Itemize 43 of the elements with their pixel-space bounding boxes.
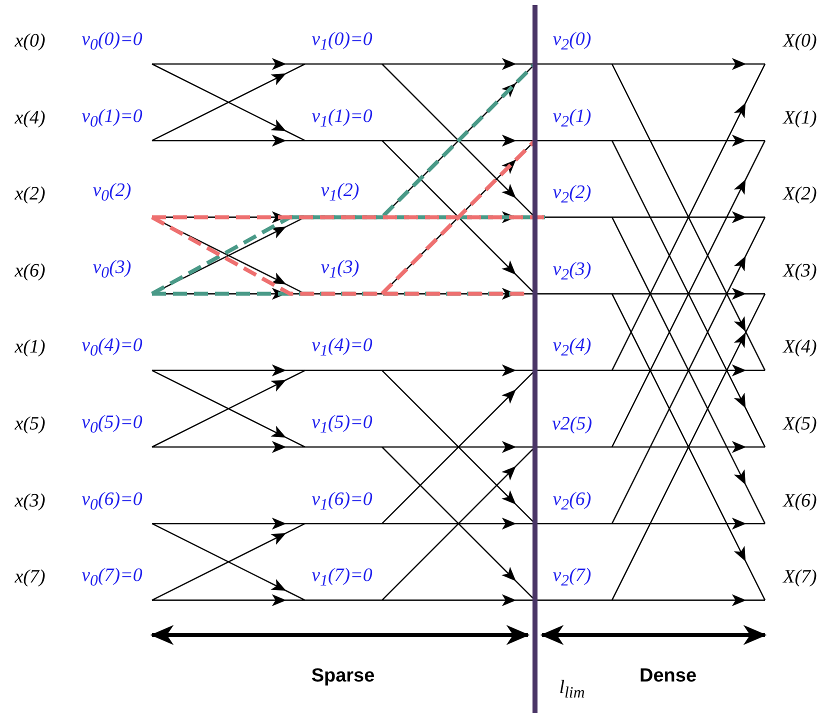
- value-label: v$_{2}$(6): [552, 490, 592, 514]
- output-label: X(1): [783, 108, 817, 130]
- region-label: Sparse: [311, 666, 375, 688]
- value-label: v$_{2}$(7): [552, 566, 592, 590]
- input-label: x(4): [14, 108, 46, 130]
- value-label: v$_{1}$(4)=0: [312, 336, 372, 360]
- threshold-label: l$_{lim}$: [559, 678, 585, 702]
- value-label: v$_{0}$(4)=0: [82, 336, 142, 360]
- value-label: v$_{1}$(0)=0: [312, 30, 372, 54]
- input-label: x(0): [14, 32, 46, 52]
- value-label: v$_{1}$(7)=0: [312, 566, 372, 590]
- value-label: v$_{2}$(1): [552, 106, 592, 131]
- input-label: x(1): [14, 338, 46, 359]
- value-label: v$_{0}$(0)=0: [82, 30, 142, 54]
- value-label: v$_{2}$(4): [552, 336, 592, 360]
- value-label: v$_{2}$(3): [552, 260, 592, 284]
- output-label: X(7): [783, 568, 817, 589]
- value-label: v$_{0}$(5)=0: [82, 412, 142, 438]
- value-label: v$_{2}$(0): [552, 30, 592, 54]
- value-label: v$_{1}$(1)=0: [312, 106, 372, 131]
- value-label: v$_{1}$(6)=0: [312, 490, 372, 514]
- value-label: v$_{0}$(7)=0: [82, 566, 142, 590]
- value-label: v$_{2}$(2): [552, 183, 592, 208]
- value-label: v$_{0}$(6)=0: [82, 490, 142, 514]
- value-label: v$_{1}$(5)=0: [312, 412, 372, 438]
- input-label: x(6): [14, 261, 46, 282]
- value-label: v$_{0}$(1)=0: [82, 106, 142, 131]
- value-label: v$_{1}$(3): [320, 258, 360, 282]
- input-label: x(3): [14, 491, 46, 512]
- input-label: x(7): [14, 568, 46, 589]
- value-label: v$_{0}$(3): [92, 258, 132, 282]
- region-label: Dense: [639, 666, 697, 688]
- input-label: x(2): [14, 184, 46, 206]
- input-label: x(5): [14, 414, 46, 436]
- output-label: X(2): [783, 184, 817, 206]
- value-label: v2(5): [552, 414, 592, 436]
- output-label: X(6): [783, 491, 817, 512]
- output-label: X(0): [783, 32, 817, 52]
- value-label: v$_{1}$(2): [320, 181, 360, 206]
- output-label: X(5): [783, 414, 817, 436]
- output-label: X(3): [783, 261, 817, 282]
- value-label: v$_{0}$(2): [92, 181, 132, 206]
- output-label: X(4): [783, 338, 817, 359]
